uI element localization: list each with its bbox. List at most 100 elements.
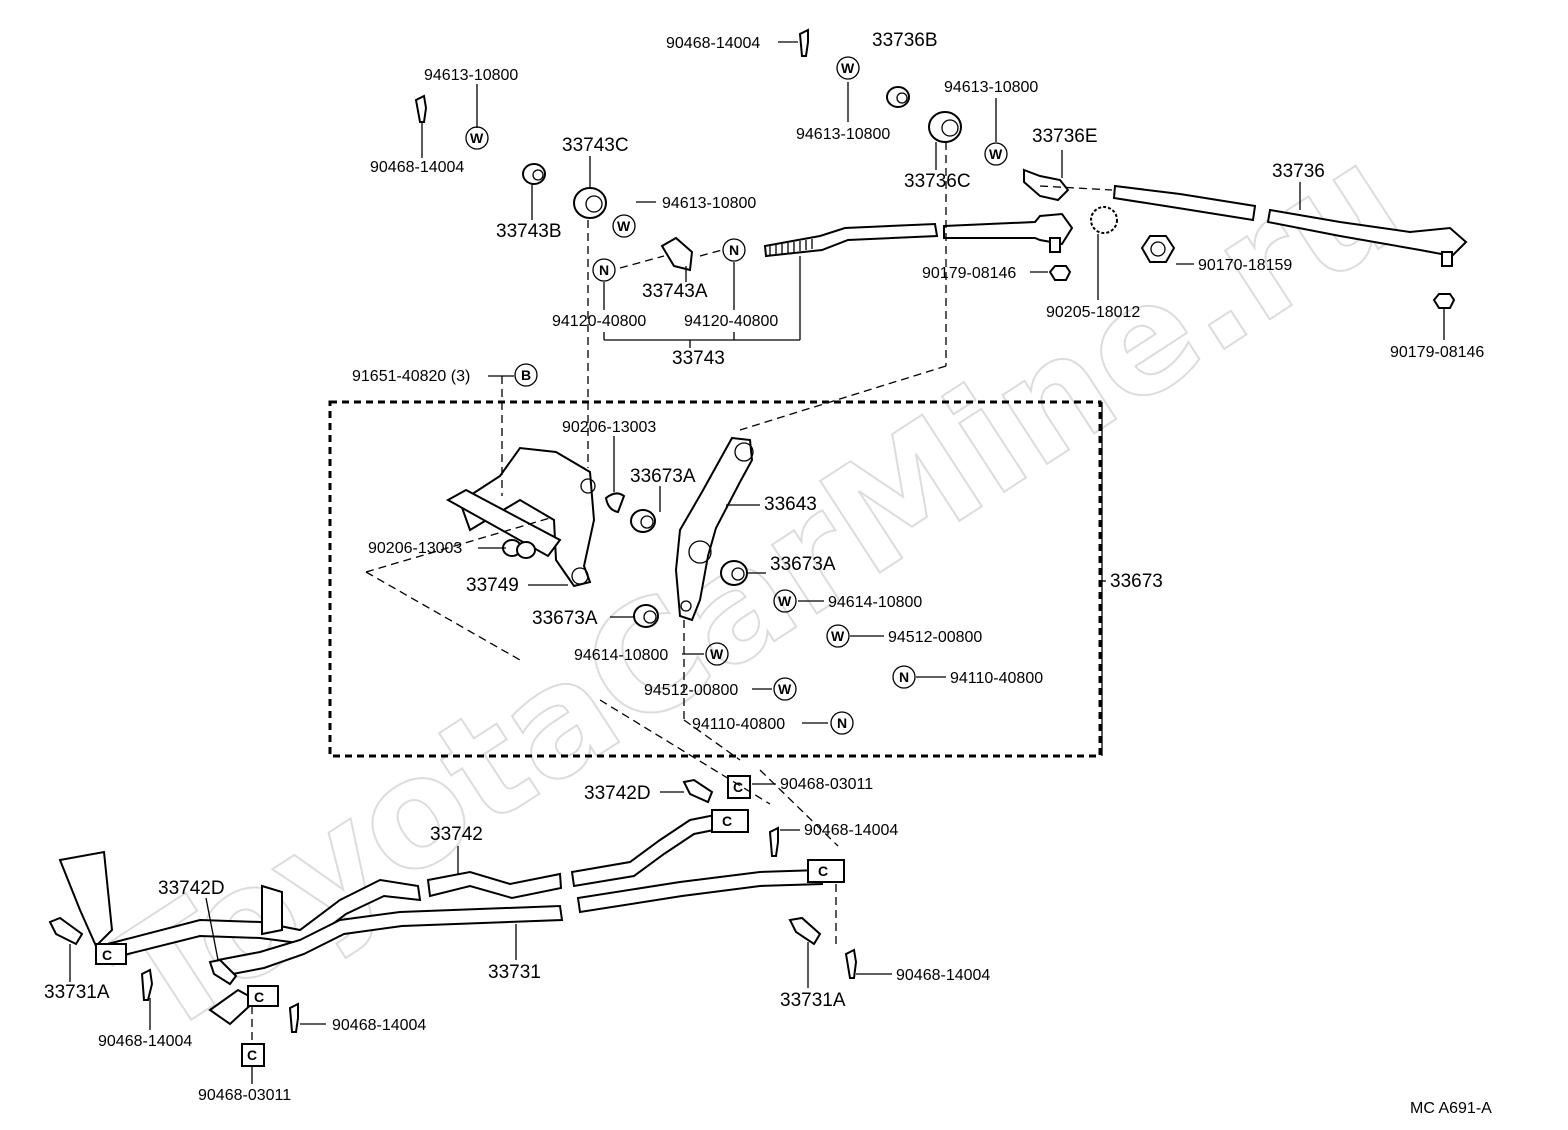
part-label: 33673A (770, 554, 836, 575)
bushing-33743C (573, 187, 607, 219)
nut-symbol: N (899, 669, 909, 685)
part-label: 90468-14004 (332, 1017, 426, 1034)
part-label: 33742D (584, 783, 651, 804)
part-label: 94614-10800 (828, 594, 922, 611)
nut-symbol: N (729, 242, 739, 258)
washer-symbol: W (778, 593, 792, 609)
part-label: 33736C (904, 171, 971, 192)
part-label: 33736B (872, 30, 938, 51)
rod-33731 (58, 850, 824, 1026)
clip-33743A (660, 236, 694, 272)
part-label: 91651-40820 (3) (352, 368, 470, 385)
bolt-33742D-top (682, 778, 714, 804)
part-label: 33743A (642, 281, 708, 302)
part-label: 90468-03011 (780, 776, 873, 793)
lever-33643 (674, 436, 754, 622)
part-label: 90179-08146 (922, 265, 1016, 282)
nut-90179-08146-a (1048, 265, 1072, 281)
svg-text:C: C (247, 1047, 257, 1063)
part-label: 90206-13003 (368, 540, 462, 557)
bushing-33673A-top (630, 509, 656, 533)
bolt-33742D-left (208, 958, 238, 986)
part-label: 33742 (430, 824, 483, 845)
cotter-pin-90468-14004-top (798, 28, 809, 57)
svg-text:C: C (733, 779, 743, 795)
part-label: 90205-18012 (1046, 304, 1140, 321)
bushing-33736C (928, 111, 962, 143)
part-label: 33749 (466, 575, 519, 596)
washer-symbol: W (831, 628, 845, 644)
clamp-right: C (807, 859, 845, 883)
rod-end-ball-joint (943, 212, 1074, 253)
part-label: 90468-14004 (804, 822, 898, 839)
part-label: 90468-14004 (370, 159, 464, 176)
cotter-pin-90468-14004-br (844, 948, 858, 979)
nut-symbol: N (837, 715, 847, 731)
cotter-pin-90468-14004-left (414, 94, 428, 123)
part-label: 33731A (780, 990, 846, 1011)
svg-text:C: C (818, 863, 828, 879)
rod-33743 (763, 222, 939, 258)
part-label: 33743B (496, 221, 562, 242)
bushing-33736B (886, 86, 910, 108)
clamp-mid: C (247, 985, 279, 1007)
nut-90179-08146-b (1432, 293, 1456, 309)
ball-stud-33736E (1023, 168, 1070, 202)
part-label: 33643 (764, 494, 817, 515)
bushing-33673A-mid (720, 560, 748, 586)
figure-code: MC A691-A (1410, 1100, 1492, 1117)
clip-90206-13003-top (604, 492, 626, 514)
part-label: 33731 (488, 962, 541, 983)
part-label: 94613-10800 (424, 67, 518, 84)
part-label: 94512-00800 (888, 629, 982, 646)
leader-lines (69, 41, 1445, 1084)
part-label: 33736 (1272, 161, 1325, 182)
part-label: 94110-40800 (692, 716, 785, 733)
part-label: 90179-08146 (1390, 344, 1484, 361)
clip-90206-13003-left (502, 539, 536, 559)
rod-33736 (1112, 184, 1468, 267)
retainer-90468-03011-top: C (727, 775, 751, 799)
svg-text:C: C (102, 947, 112, 963)
part-label: 94120-40800 (684, 313, 778, 330)
part-label: 33736E (1032, 126, 1098, 147)
part-label: 33673A (532, 608, 598, 629)
part-label: 33673 (1110, 571, 1163, 592)
lock-washer-90205-18012 (1090, 206, 1118, 234)
part-label: 90468-03011 (198, 1087, 291, 1104)
washer-symbol: W (989, 146, 1003, 162)
part-label: 33743C (562, 135, 629, 156)
svg-text:C: C (722, 813, 732, 829)
part-label: 90468-14004 (98, 1033, 192, 1050)
retainer-90468-03011-bot: C (241, 1043, 265, 1067)
cotter-pin-90468-14004-bl (140, 968, 154, 1001)
nut-symbol: N (599, 262, 609, 278)
bolt-symbol: B (521, 367, 531, 383)
part-label: 90170-18159 (1198, 257, 1292, 274)
part-label: 33731A (44, 982, 110, 1003)
washer-symbol: W (470, 130, 484, 146)
symbol-markers: W W W W N N B W W N W W N (465, 56, 1008, 735)
dashed-assembly-lines (59, 142, 1113, 1044)
washer-symbol: W (710, 646, 724, 662)
part-label: 94120-40800 (552, 313, 646, 330)
bushing-33743B (522, 163, 546, 185)
part-label: 90206-13003 (562, 419, 656, 436)
cotter-pin-90468-14004-bm (288, 1002, 299, 1033)
nut-90170-18159 (1140, 235, 1176, 263)
part-label: 94512-00800 (644, 682, 738, 699)
washer-symbol: W (778, 681, 792, 697)
washer-symbol: W (617, 218, 631, 234)
part-label: 90468-14004 (896, 967, 990, 984)
part-label: 94613-10800 (796, 126, 890, 143)
part-label: 94110-40800 (950, 670, 1043, 687)
cotter-pin-90468-14004-m (768, 826, 779, 857)
part-label: 33743 (672, 348, 725, 369)
clamp-top: C (711, 809, 749, 833)
bolt-33731A-left (48, 916, 84, 946)
clamp-left: C (95, 943, 127, 965)
assembly-box-33673 (328, 400, 1102, 758)
part-label: 33673A (630, 466, 696, 487)
part-label: 94613-10800 (944, 79, 1038, 96)
